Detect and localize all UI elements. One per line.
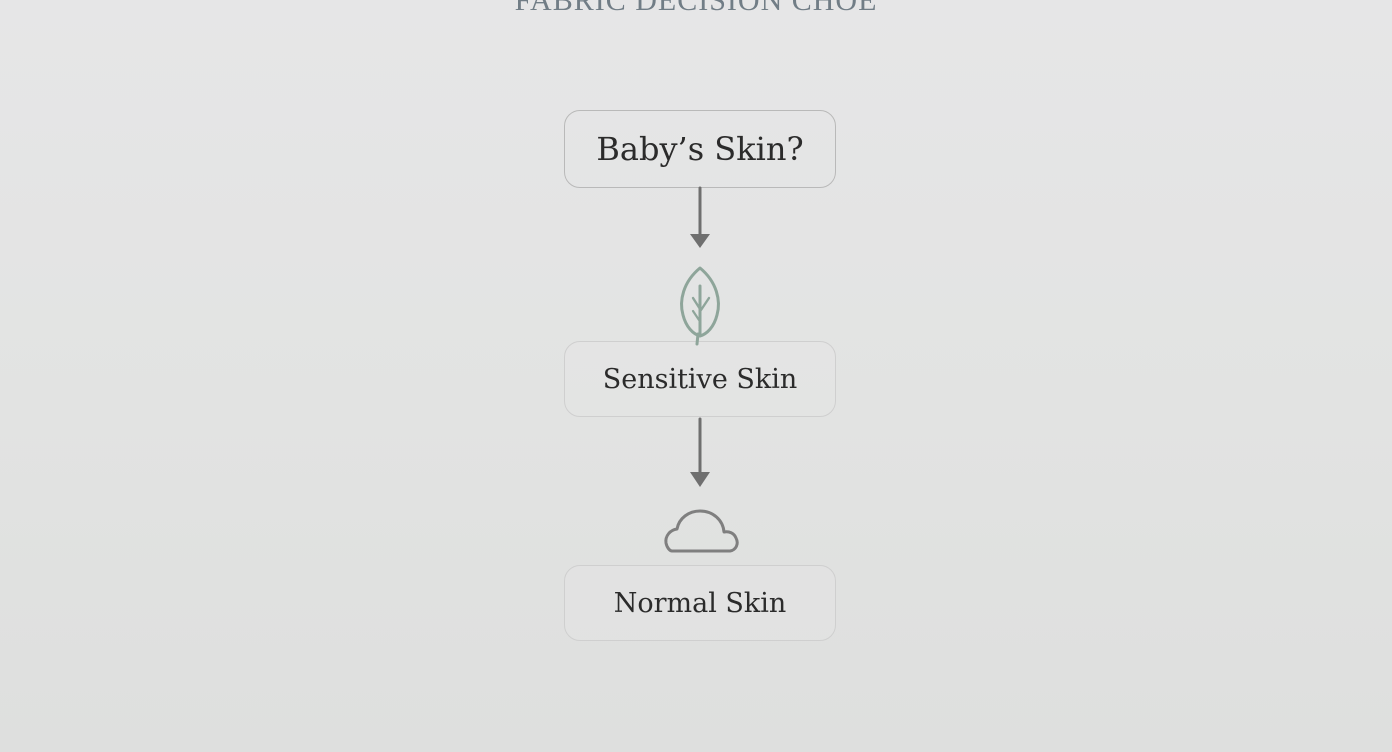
arrow-sensitive-to-normal <box>690 417 710 487</box>
cloud-icon <box>664 509 739 553</box>
decision-node-label: Sensitive Skin <box>602 363 798 395</box>
decision-node-sensitive-skin: Sensitive Skin <box>564 341 836 417</box>
decision-node-normal-skin: Normal Skin <box>564 565 836 641</box>
decision-node-label: Normal Skin <box>613 587 787 619</box>
decision-node-babys-skin: Baby’s Skin? <box>564 110 836 188</box>
leaf-icon <box>680 266 720 346</box>
arrow-root-to-sensitive <box>690 186 710 248</box>
decision-node-label: Baby’s Skin? <box>596 130 804 168</box>
diagram-title: FABRIC DECISION CHOE <box>514 0 878 17</box>
